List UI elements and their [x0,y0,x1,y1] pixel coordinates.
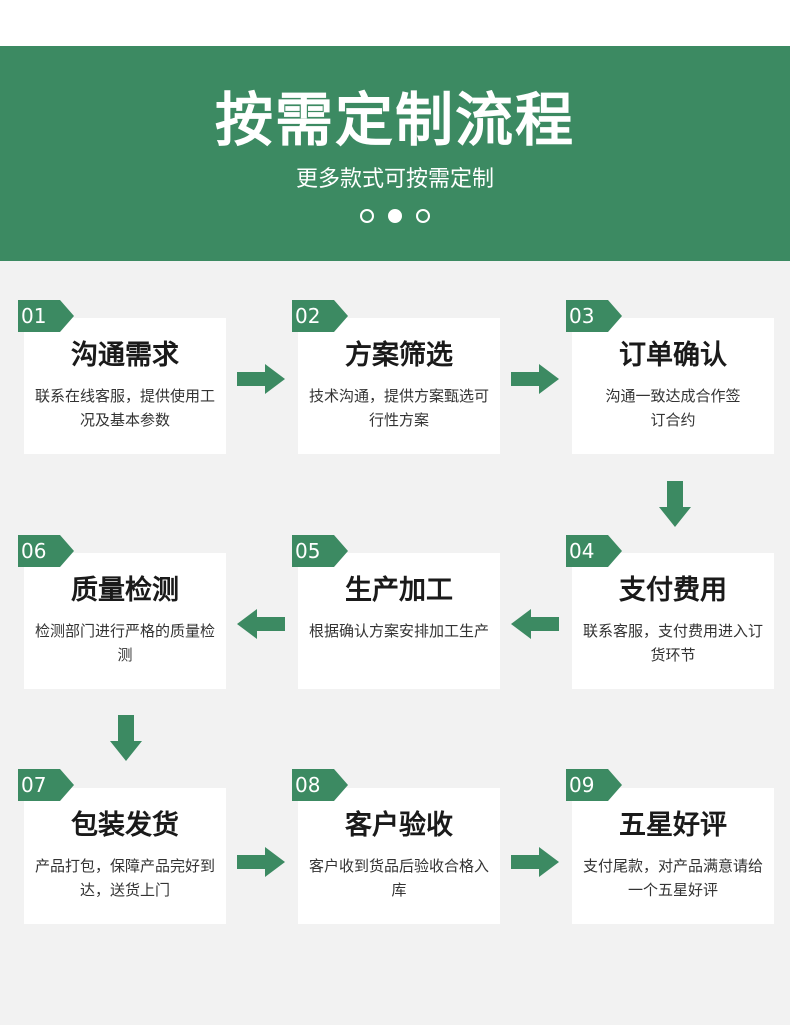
arrow-right-icon [511,364,559,394]
step-card-09: 五星好评 支付尾款，对产品满意请给一个五星好评 [572,788,774,924]
step-title: 五星好评 [619,810,727,841]
step-number-tag: 01 [18,300,74,332]
step-desc: 根据确认方案安排加工生产 [308,622,489,640]
step-desc: 联系客服，支付费用进入订货环节 [582,622,763,664]
top-band [0,0,790,46]
step-card-06: 质量检测 检测部门进行严格的质量检测 [24,553,226,689]
step-title: 客户验收 [345,810,453,841]
arrow-right-icon [511,847,559,877]
step-title: 包装发货 [71,810,179,841]
carousel-dot[interactable] [416,209,430,223]
page-title: 按需定制流程 [214,86,575,154]
step-card-08: 客户验收 客户收到货品后验收合格入库 [298,788,500,924]
step-desc: 技术沟通，提供方案甄选可行性方案 [308,387,489,429]
step-number-tag: 02 [292,300,348,332]
arrow-left-icon [237,609,285,639]
step-title: 生产加工 [345,575,453,606]
step-card-01: 沟通需求 联系在线客服，提供使用工况及基本参数 [24,318,226,454]
step-number-tag: 04 [566,535,622,567]
step-number-tag: 08 [292,769,348,801]
step-desc: 产品打包，保障产品完好到达，送货上门 [34,857,215,899]
carousel-dot[interactable] [360,209,374,223]
arrow-right-icon [237,847,285,877]
arrow-down-icon [110,715,142,761]
step-title: 质量检测 [71,575,179,606]
step-desc: 支付尾款，对产品满意请给一个五星好评 [582,857,763,899]
step-desc: 沟通一致达成合作签订合约 [605,387,741,429]
arrow-down-icon [659,481,691,527]
step-desc: 联系在线客服，提供使用工况及基本参数 [34,387,215,429]
step-title: 订单确认 [619,340,727,371]
step-title: 支付费用 [619,575,727,606]
step-title: 沟通需求 [71,340,179,371]
arrow-right-icon [237,364,285,394]
step-card-04: 支付费用 联系客服，支付费用进入订货环节 [572,553,774,689]
step-card-05: 生产加工 根据确认方案安排加工生产 [298,553,500,689]
step-desc: 客户收到货品后验收合格入库 [308,857,489,899]
carousel-dots [0,209,790,223]
step-card-03: 订单确认 沟通一致达成合作签订合约 [572,318,774,454]
header-banner: 按需定制流程 更多款式可按需定制 [0,46,790,261]
page-subtitle: 更多款式可按需定制 [295,167,494,192]
step-number-tag: 07 [18,769,74,801]
carousel-dot-active[interactable] [388,209,402,223]
step-number-tag: 05 [292,535,348,567]
step-card-07: 包装发货 产品打包，保障产品完好到达，送货上门 [24,788,226,924]
arrow-left-icon [511,609,559,639]
step-number-tag: 03 [566,300,622,332]
step-number-tag: 09 [566,769,622,801]
step-desc: 检测部门进行严格的质量检测 [34,622,215,664]
step-card-02: 方案筛选 技术沟通，提供方案甄选可行性方案 [298,318,500,454]
step-number-tag: 06 [18,535,74,567]
step-title: 方案筛选 [345,340,453,371]
